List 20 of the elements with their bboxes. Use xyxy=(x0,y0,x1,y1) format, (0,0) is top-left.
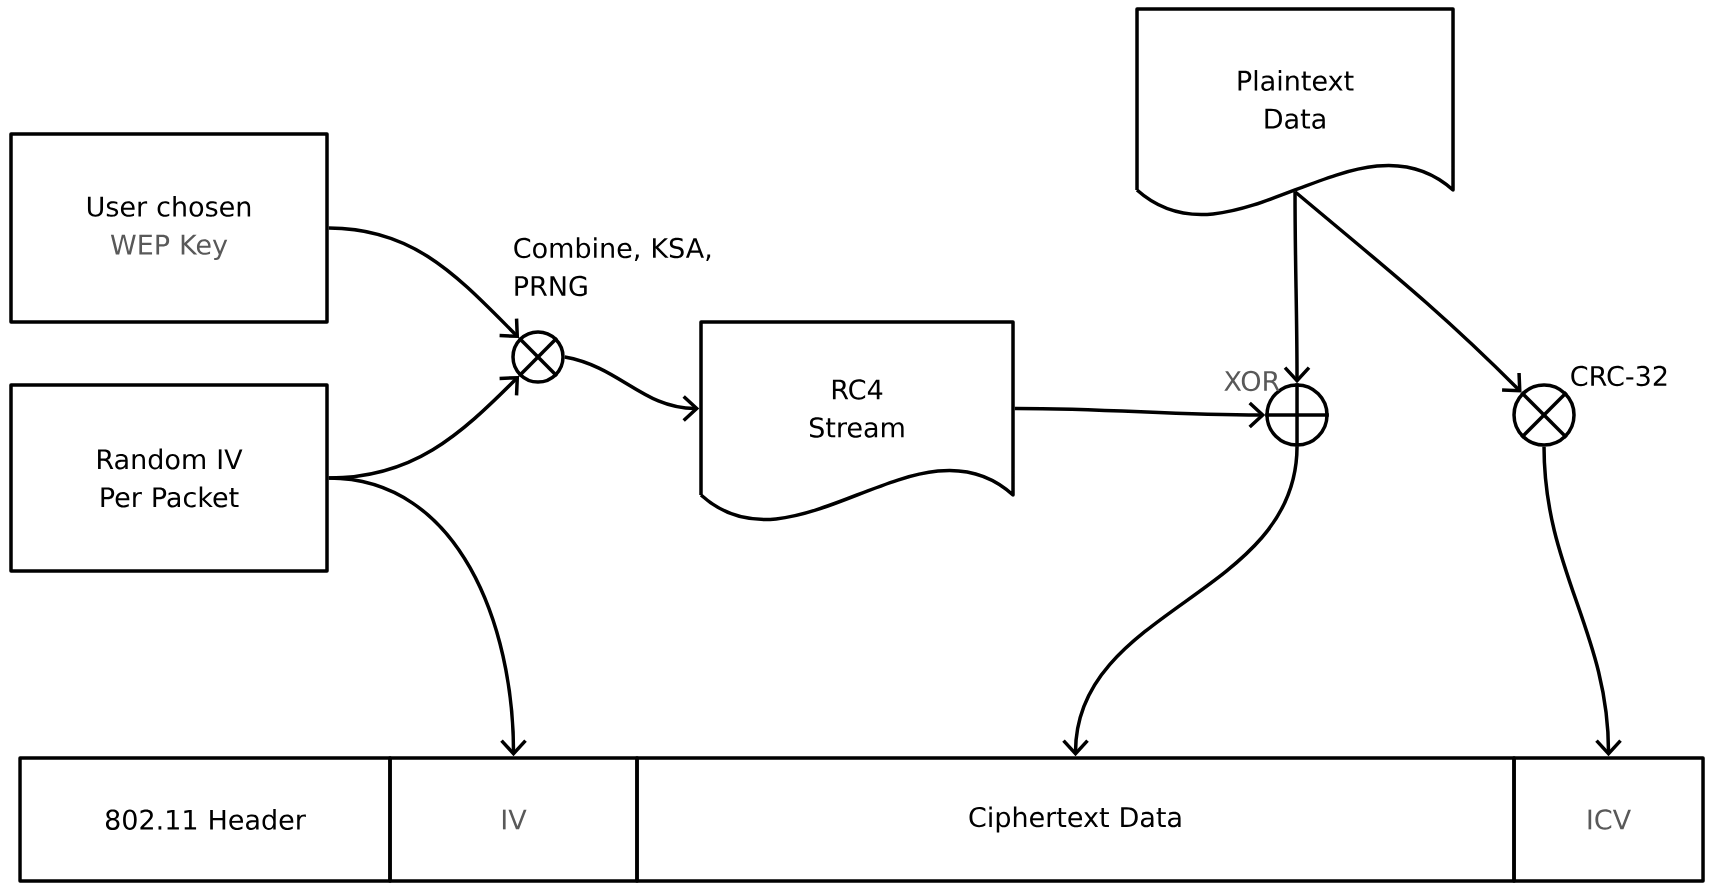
process-box: Random IV Per Packet xyxy=(9,383,329,573)
operator-label: CRC-32 xyxy=(1571,365,1667,387)
operator-label: Combine, KSA, PRNG xyxy=(514,237,711,297)
packet-field: ICV xyxy=(1512,756,1705,883)
arrow xyxy=(1283,191,1311,384)
packet-field: IV xyxy=(388,756,639,883)
process-box: User chosen WEP Key xyxy=(9,132,329,324)
operator-circle xyxy=(511,330,565,384)
operator-label: XOR xyxy=(1224,370,1280,392)
document-shape: Plaintext Data xyxy=(1135,7,1455,216)
arrow xyxy=(1014,401,1266,429)
arrow xyxy=(1542,446,1622,757)
arrow xyxy=(564,355,700,422)
arrow xyxy=(1062,446,1299,757)
packet-field: 802.11 Header xyxy=(18,756,392,883)
arrow xyxy=(1293,190,1522,393)
document-shape: RC4 Stream xyxy=(699,320,1015,521)
arrow xyxy=(328,226,520,339)
packet-field: Ciphertext Data xyxy=(635,756,1516,883)
arrow xyxy=(328,476,527,757)
